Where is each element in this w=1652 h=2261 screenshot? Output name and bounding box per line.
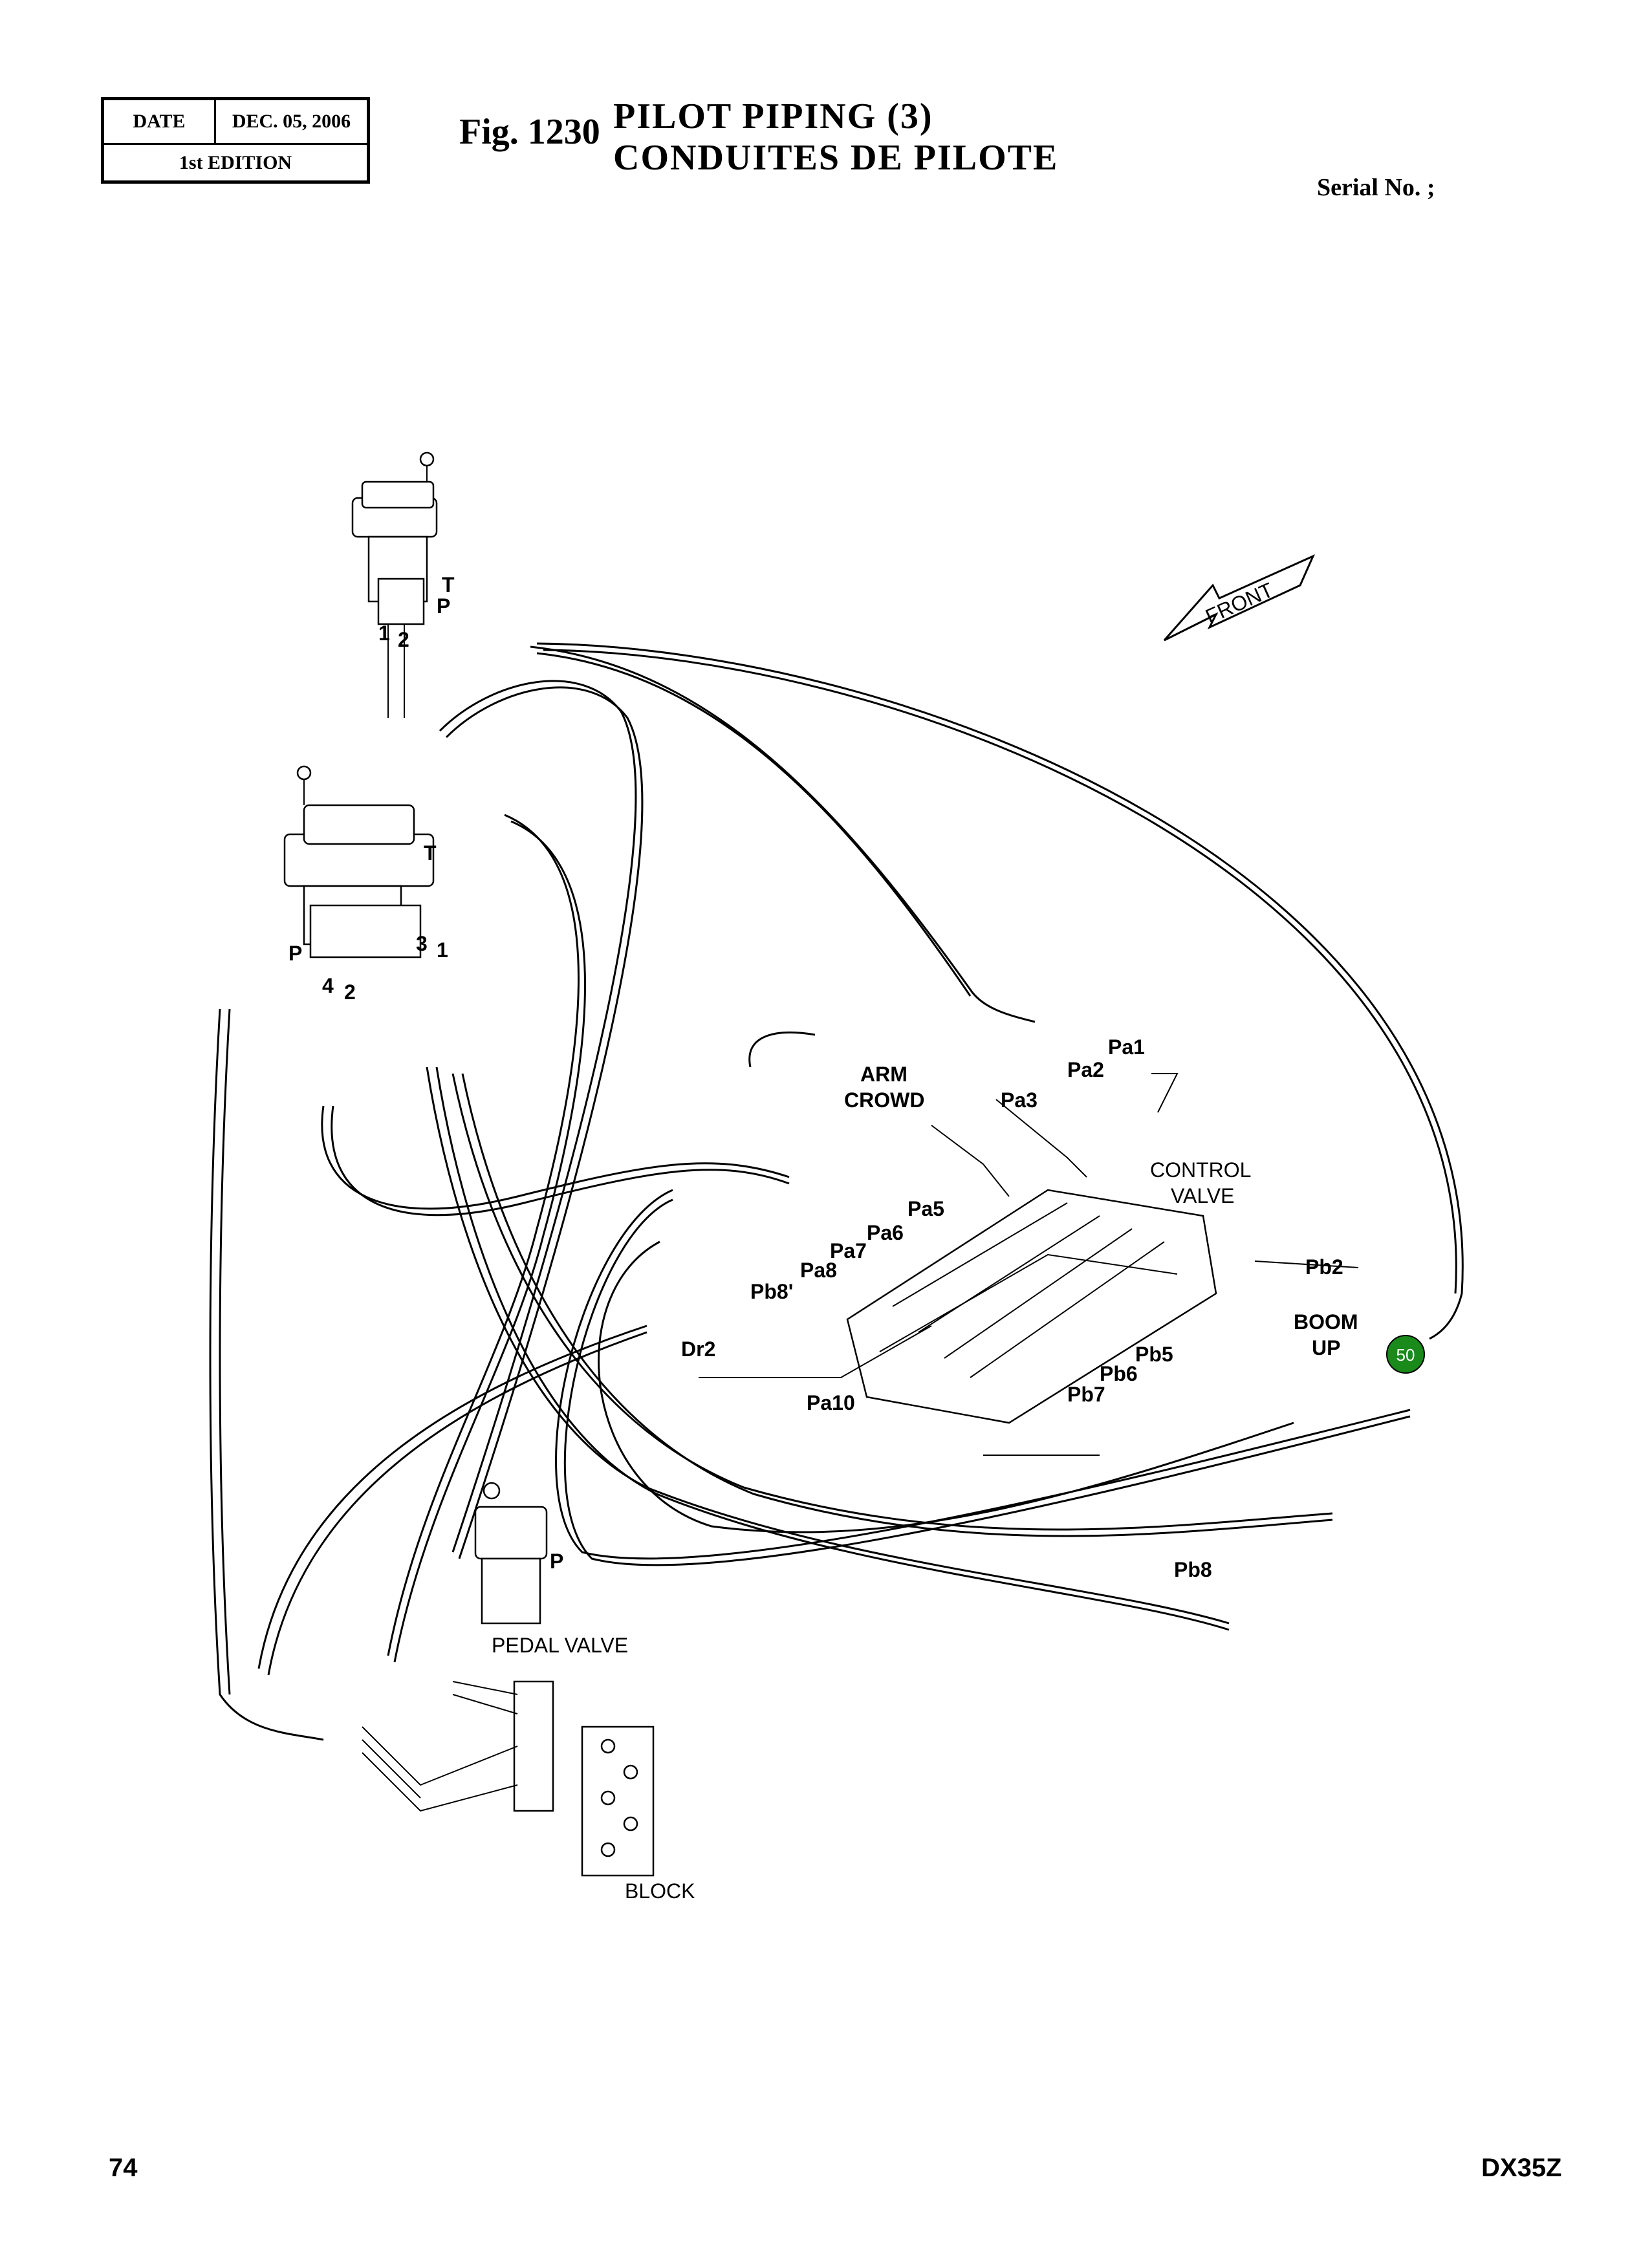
port-Pa3: Pa3 <box>1001 1088 1038 1112</box>
callout-50-label: 50 <box>1397 1345 1415 1365</box>
port-Pb5: Pb5 <box>1135 1343 1173 1366</box>
port-Pa8: Pa8 <box>800 1259 837 1282</box>
port-Pa1: Pa1 <box>1108 1035 1145 1059</box>
port-Pb2: Pb2 <box>1305 1255 1343 1279</box>
port-P-mid: P <box>288 942 302 965</box>
date-value: DEC. 05, 2006 <box>232 111 351 132</box>
port-Pa6: Pa6 <box>867 1221 904 1244</box>
arm-crowd-label-2: CROWD <box>844 1088 924 1112</box>
manifold-block <box>513 1680 655 1877</box>
port-P-pedal: P <box>550 1550 563 1573</box>
port-T-mid: T <box>424 841 437 865</box>
port-Pa7: Pa7 <box>830 1239 867 1262</box>
edition-label: 1st EDITION <box>179 151 292 173</box>
port-Pb8: Pb8 <box>1174 1558 1212 1581</box>
port-Pb7: Pb7 <box>1067 1383 1105 1406</box>
boom-up-label-2: UP <box>1312 1336 1340 1359</box>
serial-number: Serial No. ; <box>1317 174 1435 201</box>
control-valve-assembly <box>846 1189 1217 1424</box>
port-3: 3 <box>416 932 428 955</box>
port-Pa10: Pa10 <box>807 1391 855 1414</box>
control-valve-label-2: VALVE <box>1171 1184 1234 1207</box>
port-Pa5: Pa5 <box>908 1197 944 1220</box>
front-arrow: FRONT <box>1163 554 1315 642</box>
pedal-valve <box>474 1482 548 1625</box>
page-title-fr: CONDUITES DE PILOTE <box>613 138 1059 178</box>
hose-bundle <box>209 642 1464 1741</box>
port-P-upper: P <box>437 594 450 618</box>
port-2-upper: 2 <box>398 628 409 651</box>
port-Pb6: Pb6 <box>1100 1362 1138 1385</box>
pedal-valve-label: PEDAL VALVE <box>492 1634 628 1657</box>
callout-50[interactable]: 50 <box>1386 1335 1425 1374</box>
port-4: 4 <box>322 974 334 997</box>
port-Dr2: Dr2 <box>681 1337 715 1361</box>
block-leader-lines <box>362 1073 1359 1812</box>
middle-joystick-valve <box>283 765 435 958</box>
figure-number: Fig. 1230 <box>459 112 600 152</box>
page-title-en: PILOT PIPING (3) <box>613 96 933 136</box>
page-number: 74 <box>109 2154 138 2182</box>
port-Pa2: Pa2 <box>1067 1058 1104 1081</box>
date-label: DATE <box>104 100 216 143</box>
port-1-upper: 1 <box>378 622 390 645</box>
port-Pb8p: Pb8' <box>750 1280 793 1303</box>
block-label: BLOCK <box>625 1879 695 1903</box>
date-edition-box: DATE DEC. 05, 2006 1st EDITION <box>101 97 370 184</box>
port-2-mid: 2 <box>344 980 356 1004</box>
upper-joystick-valve <box>351 451 438 718</box>
boom-up-label-1: BOOM <box>1294 1310 1358 1334</box>
arm-crowd-label-1: ARM <box>860 1063 908 1086</box>
date-row: DATE DEC. 05, 2006 <box>104 100 367 145</box>
port-1-mid: 1 <box>437 938 448 962</box>
model-name: DX35Z <box>1481 2154 1562 2182</box>
port-T-upper: T <box>442 573 455 596</box>
control-valve-label-1: CONTROL <box>1150 1158 1251 1182</box>
